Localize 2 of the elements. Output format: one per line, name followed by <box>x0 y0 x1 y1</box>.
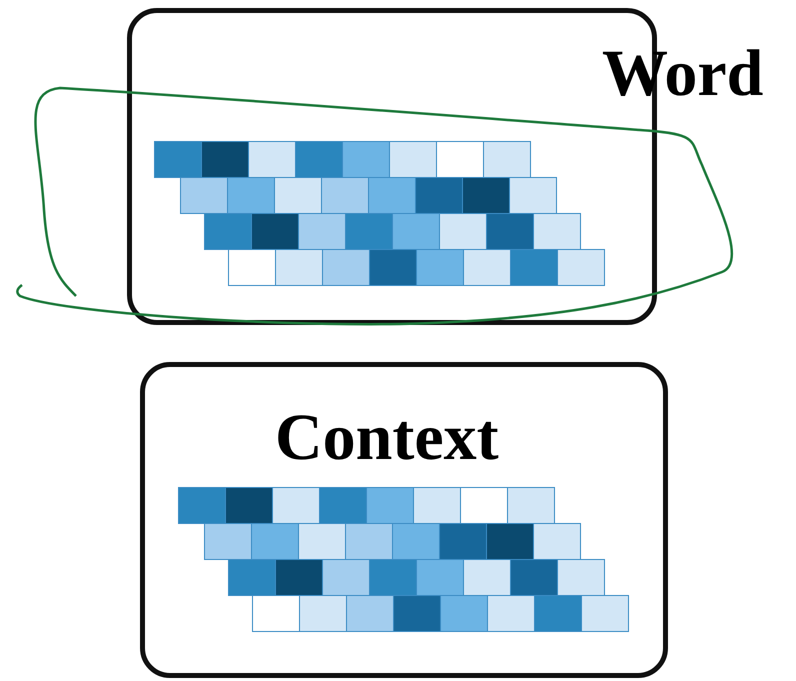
heading: Context <box>275 405 499 471</box>
rounded-box <box>140 362 668 678</box>
